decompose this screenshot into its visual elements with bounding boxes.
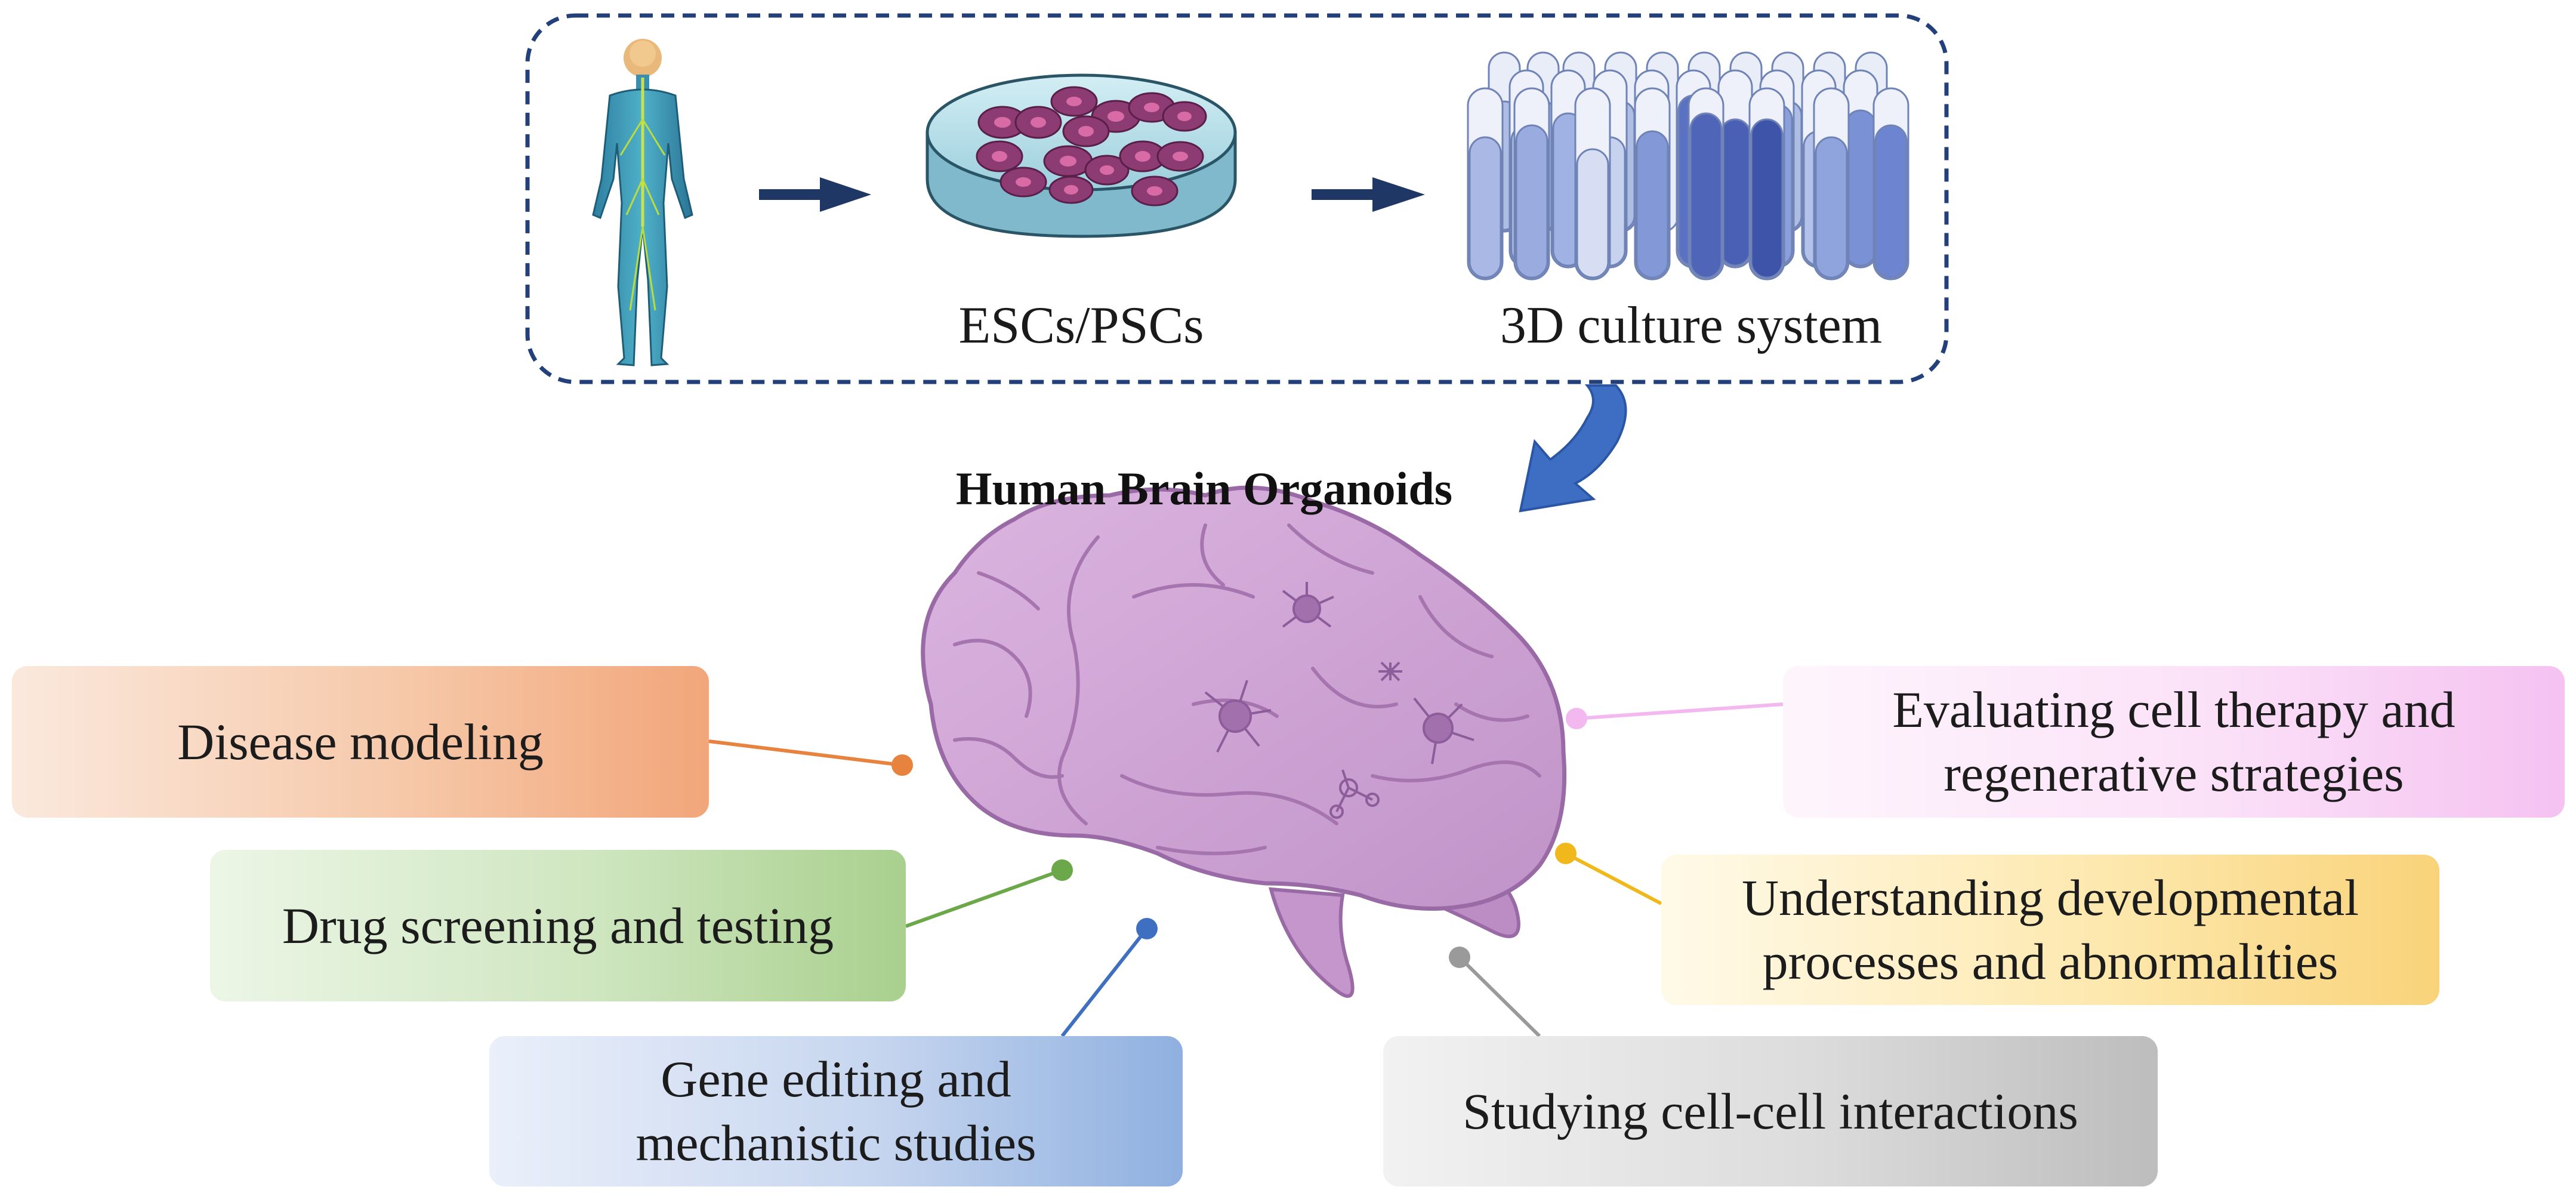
- brain-icon: [921, 485, 1567, 998]
- big-arrow-icon: [1519, 384, 1627, 513]
- connector-cell-therapy: [1566, 702, 1784, 729]
- arrow-icon: [1312, 177, 1425, 212]
- application-developmental-processes: Understanding developmental processes an…: [1661, 855, 2439, 1005]
- arrow-icon: [759, 177, 871, 212]
- petri-dish-icon: [925, 73, 1237, 238]
- application-cell-therapy: Evaluating cell therapy and regenerative…: [1783, 666, 2565, 818]
- center-title: Human Brain Organoids: [955, 463, 1453, 514]
- human-body-icon: [592, 39, 693, 366]
- application-drug-screening: Drug screening and testing: [210, 850, 906, 1001]
- application-gene-editing: Gene editing and mechanistic studies: [489, 1036, 1183, 1186]
- connector-drug: [905, 859, 1073, 928]
- connector-gene: [1060, 918, 1158, 1037]
- step-label-escs: ESCs/PSCs: [958, 297, 1204, 355]
- test-tubes-icon: [1467, 51, 1909, 281]
- connector-disease: [708, 739, 913, 776]
- application-disease-modeling: Disease modeling: [12, 666, 709, 818]
- connector-cell-cell: [1449, 947, 1541, 1038]
- connector-development: [1555, 843, 1662, 905]
- application-cell-cell-interactions: Studying cell-cell interactions: [1383, 1036, 2158, 1186]
- pipeline-frame: [525, 13, 1949, 384]
- step-label-3d-culture: 3D culture system: [1500, 297, 1883, 355]
